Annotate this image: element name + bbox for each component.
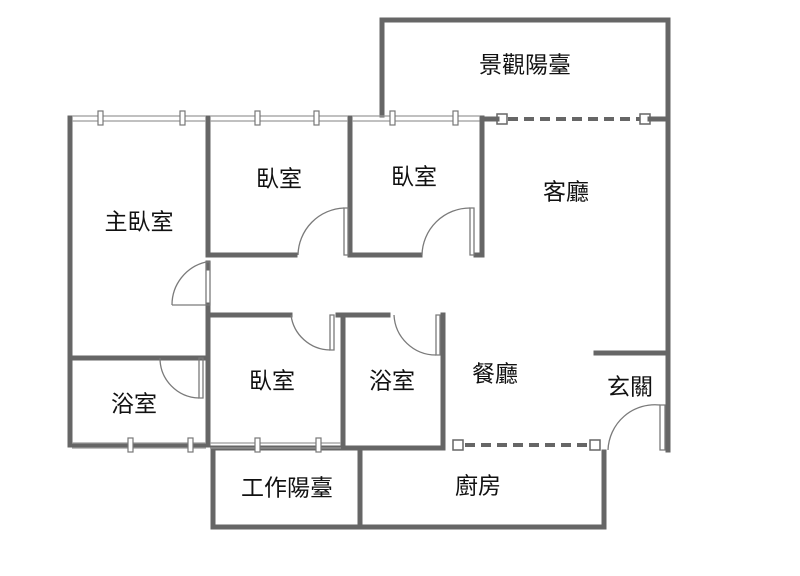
sliding-doors xyxy=(452,113,671,451)
label-bedroom-b: 臥室 xyxy=(391,165,437,191)
walls xyxy=(67,17,671,530)
label-dining-room: 餐廳 xyxy=(472,362,518,388)
label-bathroom-b: 浴室 xyxy=(369,369,415,395)
label-master-bedroom: 主臥室 xyxy=(105,210,174,236)
room-labels: 景觀陽臺 主臥室 臥室 臥室 客廳 臥室 浴室 餐廳 玄關 浴室 工作陽臺 廚房 xyxy=(105,53,654,502)
label-bedroom-c: 臥室 xyxy=(249,369,295,395)
windows xyxy=(72,110,480,453)
label-entrance: 玄關 xyxy=(607,375,653,401)
label-work-balcony: 工作陽臺 xyxy=(241,476,333,502)
label-living-room: 客廳 xyxy=(543,180,589,206)
label-bedroom-a: 臥室 xyxy=(256,167,302,193)
label-kitchen: 廚房 xyxy=(455,474,501,500)
swing-doors xyxy=(159,207,666,451)
label-balcony-view: 景觀陽臺 xyxy=(479,53,571,79)
label-bathroom-a: 浴室 xyxy=(111,392,157,418)
